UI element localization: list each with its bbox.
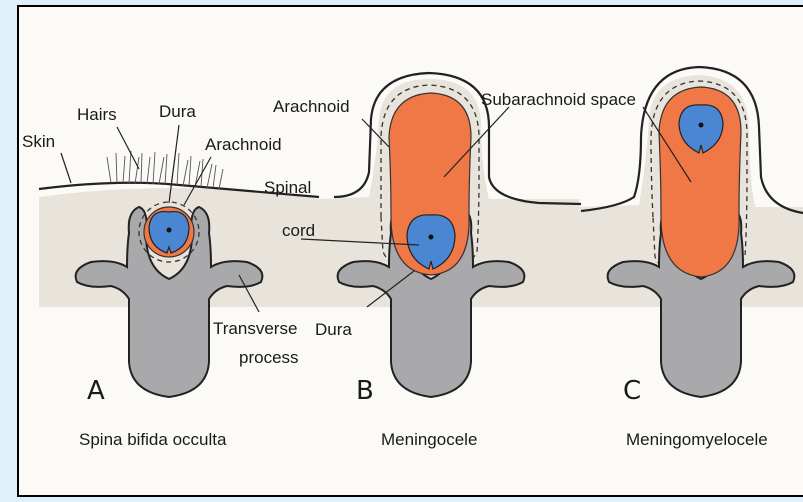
panel-b-central-canal [429,235,434,240]
panel-letter-c: C [623,376,641,406]
panel-c [579,67,803,397]
panel-b [319,73,581,397]
caption-c: Meningomyelocele [626,430,768,449]
label-dura-b: Dura [315,320,352,339]
panel-letter-a: A [87,376,105,406]
label-subarachnoid-space: Subarachnoid space [481,90,636,109]
label-transverse: Transverse [213,319,297,338]
diagram-svg: Skin Hairs Dura Arachnoid Spinal cord Ar… [19,7,803,495]
panel-a-central-canal [167,228,172,233]
label-process: process [239,348,299,367]
panel-letter-b: B [356,376,374,406]
caption-a: Spina bifida occulta [79,430,227,449]
caption-b: Meningocele [381,430,477,449]
label-skin: Skin [22,132,55,151]
label-arachnoid-b: Arachnoid [273,97,350,116]
label-dura-a: Dura [159,102,196,121]
label-spinal: Spinal [264,178,311,197]
panel-c-central-canal [699,123,704,128]
spina-bifida-diagram: Skin Hairs Dura Arachnoid Spinal cord Ar… [19,7,803,495]
figure-frame: Skin Hairs Dura Arachnoid Spinal cord Ar… [17,5,803,497]
label-cord: cord [282,221,315,240]
label-arachnoid-a: Arachnoid [205,135,282,154]
label-hairs: Hairs [77,105,117,124]
